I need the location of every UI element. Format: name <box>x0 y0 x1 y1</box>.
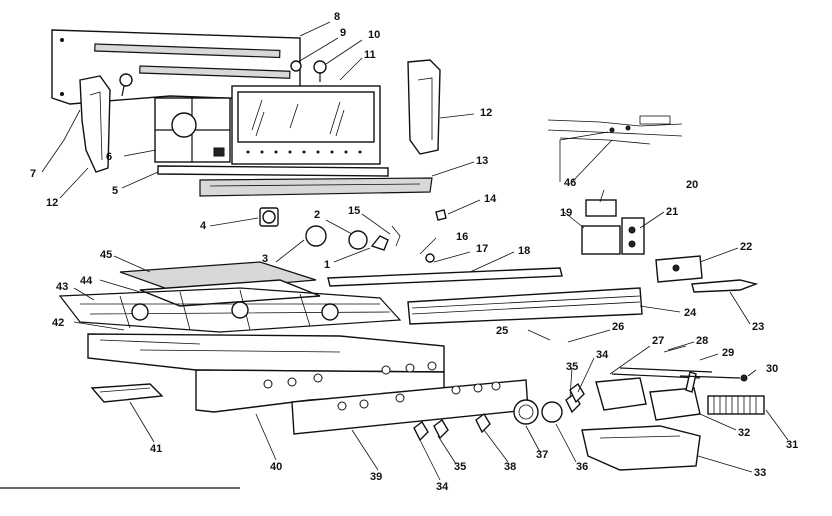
trim-and-rail <box>157 165 433 197</box>
callout-35-right: 35 <box>566 361 578 373</box>
leader-lines <box>41 21 789 481</box>
callout-9: 9 <box>340 27 346 39</box>
callout-37: 37 <box>536 449 548 461</box>
wiring-harness <box>547 115 683 145</box>
callout-32: 32 <box>738 427 750 439</box>
ignition-module <box>581 199 645 255</box>
callout-5: 5 <box>112 185 118 197</box>
callout-12-left: 12 <box>46 197 58 209</box>
callout-45: 45 <box>100 249 112 261</box>
callout-8: 8 <box>334 11 340 23</box>
callout-17: 17 <box>476 243 488 255</box>
clock-and-small-parts <box>259 207 447 263</box>
back-knobs <box>119 60 327 97</box>
callout-16: 16 <box>456 231 468 243</box>
callout-36: 36 <box>576 461 588 473</box>
control-panel-left <box>154 97 231 163</box>
drip-pan <box>90 383 164 403</box>
right-side-bracket <box>407 59 441 155</box>
callout-38: 38 <box>504 461 516 473</box>
callout-34-bottom: 34 <box>436 481 449 493</box>
callout-20: 20 <box>686 179 698 191</box>
callout-27: 27 <box>652 335 664 347</box>
callout-34-right: 34 <box>596 349 609 361</box>
bracket-and-tool <box>655 255 759 293</box>
control-knobs <box>413 382 585 442</box>
callout-22: 22 <box>740 241 752 253</box>
callout-30: 30 <box>766 363 778 375</box>
callout-46: 46 <box>564 177 576 189</box>
callout-4: 4 <box>200 220 207 232</box>
callout-31: 31 <box>786 439 798 451</box>
callout-18: 18 <box>518 245 530 257</box>
callout-21: 21 <box>666 206 678 218</box>
callout-15: 15 <box>348 205 360 217</box>
callout-19: 19 <box>560 207 572 219</box>
callout-39: 39 <box>370 471 382 483</box>
callout-26: 26 <box>612 321 624 333</box>
callout-43: 43 <box>56 281 68 293</box>
callout-6: 6 <box>106 151 112 163</box>
griddle-plate <box>119 261 321 307</box>
callout-13: 13 <box>476 155 488 167</box>
broiler-parts <box>581 345 765 471</box>
callout-7: 7 <box>30 168 36 180</box>
left-side-bracket <box>79 75 111 173</box>
callout-3: 3 <box>262 253 268 265</box>
glass-window-panel <box>231 85 381 165</box>
callout-25: 25 <box>496 325 508 337</box>
callout-40: 40 <box>270 461 282 473</box>
burner-grates <box>58 287 402 333</box>
part-callouts: 1 2 3 4 5 6 7 8 9 10 11 12 12 13 14 15 1… <box>30 11 798 493</box>
range-body <box>87 333 445 413</box>
long-strips <box>327 267 643 325</box>
callout-28: 28 <box>696 335 708 347</box>
callout-14: 14 <box>484 193 497 205</box>
callout-33: 33 <box>754 467 766 479</box>
callout-41: 41 <box>150 443 162 455</box>
callout-42: 42 <box>52 317 64 329</box>
callout-24: 24 <box>684 307 697 319</box>
callout-1: 1 <box>324 259 330 271</box>
callout-10: 10 <box>368 29 380 41</box>
callout-35-bottom: 35 <box>454 461 466 473</box>
callout-29: 29 <box>722 347 734 359</box>
callout-12-right: 12 <box>480 107 492 119</box>
callout-23: 23 <box>752 321 764 333</box>
callout-44: 44 <box>80 275 93 287</box>
callout-2: 2 <box>314 209 320 221</box>
callout-11: 11 <box>364 49 376 61</box>
